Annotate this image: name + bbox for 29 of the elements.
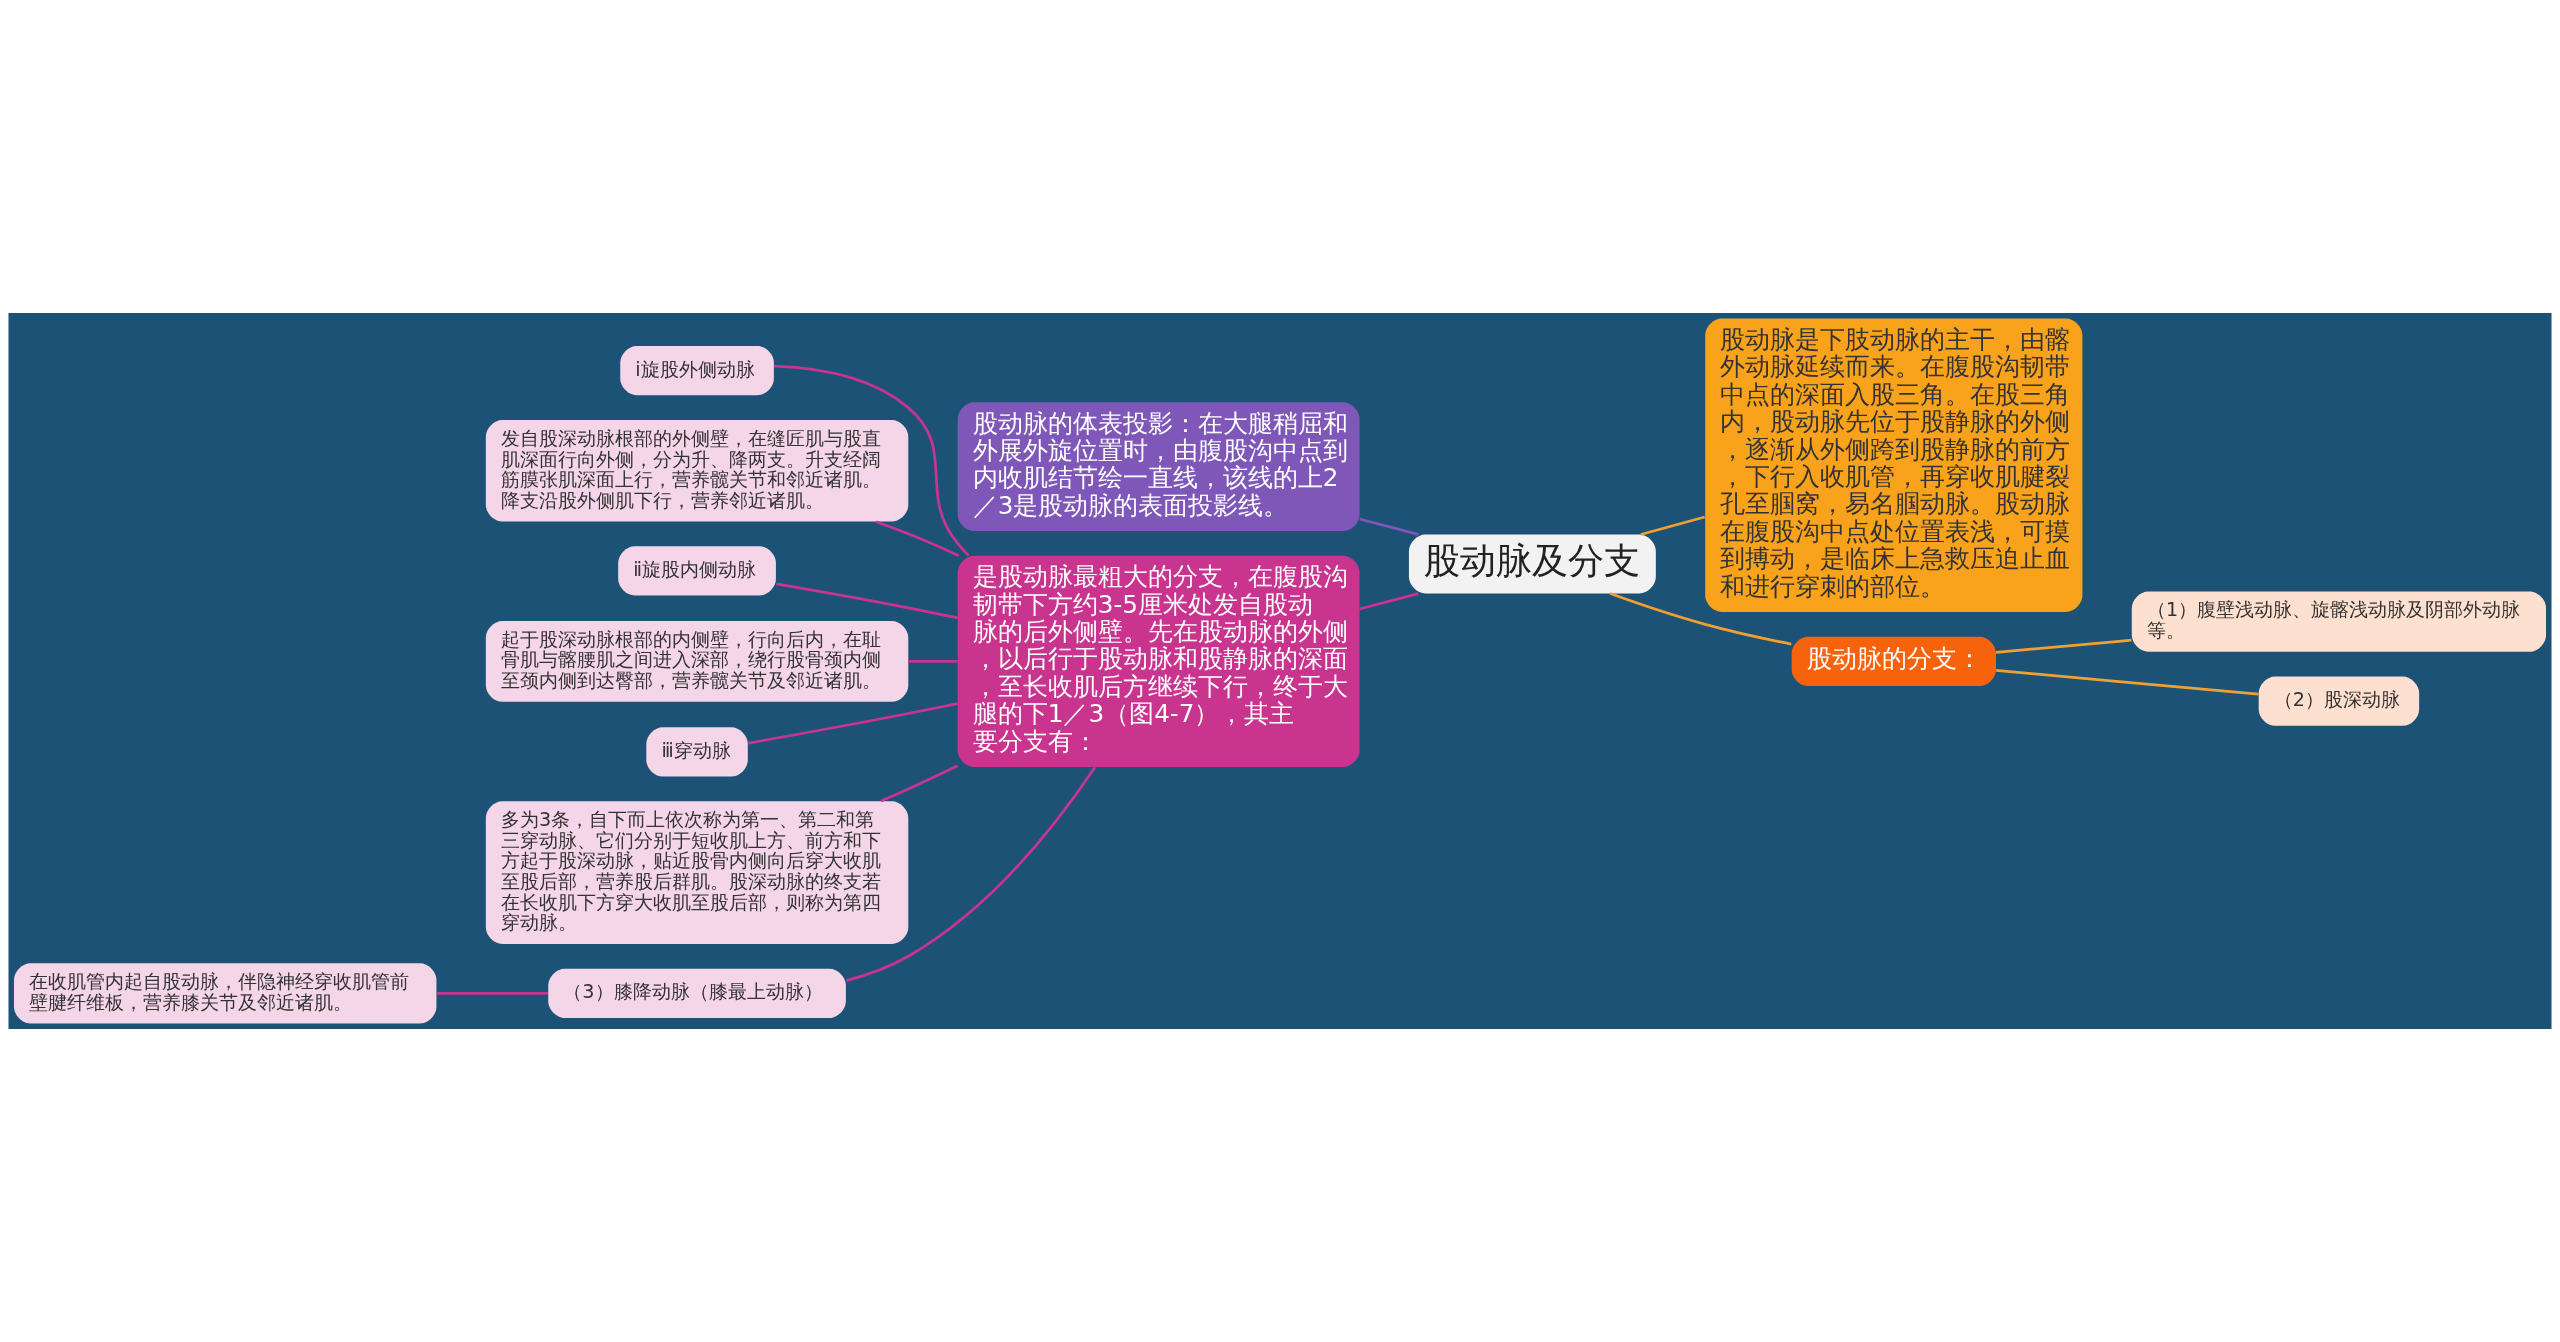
node-box: ⅱ旋股内侧动脉 — [618, 546, 776, 596]
node-box: 股动脉的体表投影：在大腿稍屈和外展外旋位置时，由腹股沟中点到内收肌结节绘一直线，该线的上2／3是股动脉的表面投影线。 — [957, 402, 1360, 532]
node-box: 股动脉及分支 — [1408, 534, 1656, 594]
node-box: 股动脉是下肢动脉的主干，由髂外动脉延续而来。在腹股沟韧带中点的深面入股三角。在股三角内，股动脉先位于股静脉的外侧，逐渐从外侧跨到股静脉的前方，下行入收肌管，再穿收肌腱裂孔至腘窝，易名腘动脉。股动脉在腹股沟中点处位置表浅，可摸到搏动，是临床上急救压迫止血和进行穿刺的部位。 — [1705, 318, 2083, 612]
connector — [1359, 517, 1419, 536]
connector — [846, 766, 1097, 982]
node-box: ⅲ穿动脉 — [646, 727, 748, 777]
connector — [1640, 515, 1706, 536]
connector — [908, 660, 958, 663]
node-box: （3）膝降动脉（膝最上动脉） — [548, 968, 846, 1019]
node-box: ⅰ旋股外侧动脉 — [620, 345, 774, 396]
connector — [1609, 592, 1792, 646]
connector — [1996, 638, 2132, 654]
connector — [747, 702, 958, 745]
connector — [1359, 592, 1419, 611]
node-box: 在收肌管内起自股动脉，伴隐神经穿收肌管前壁腱纤维板，营养膝关节及邻近诸肌。 — [13, 963, 437, 1024]
connector — [776, 582, 958, 620]
connector — [1996, 669, 2259, 696]
node-box: 是股动脉最粗大的分支，在腹股沟韧带下方约3-5厘米处发自股动脉的后外侧壁。先在股动脉的外侧，以后行于股动脉和股静脉的深面，至长收肌后方继续下行，终于大腿的下1／3（图4-7），其主要分支有： — [957, 555, 1360, 767]
connector — [774, 364, 970, 557]
node-box: （1）腹壁浅动脉、旋髂浅动脉及阴部外动脉等。 — [2131, 591, 2547, 652]
node-box: （2）股深动脉 — [2258, 676, 2420, 726]
node-box: 股动脉的分支： — [1791, 636, 1996, 687]
node-box: 起于股深动脉根部的内侧壁，行向后内，在耻骨肌与髂腰肌之间进入深部，绕行股骨颈内侧至颈内侧到达臀部，营养髋关节及邻近诸肌。 — [485, 620, 909, 702]
node-box: 发自股深动脉根部的外侧壁，在缝匠肌与股直肌深面行向外侧，分为升、降两支。升支经阔筋膜张肌深面上行，营养髋关节和邻近诸肌。降支沿股外侧肌下行，营养邻近诸肌。 — [485, 420, 909, 522]
node-box: 多为3条，自下而上依次称为第一、第二和第三穿动脉、它们分别于短收肌上方、前方和下方起于股深动脉，贴近股骨内侧向后穿大收肌至股后部，营养股后群肌。股深动脉的终支若在长收肌下方穿大收肌至股后部，则称为第四穿动脉。 — [485, 801, 909, 944]
connector — [880, 764, 959, 803]
connector — [437, 991, 548, 995]
connector — [875, 520, 960, 557]
